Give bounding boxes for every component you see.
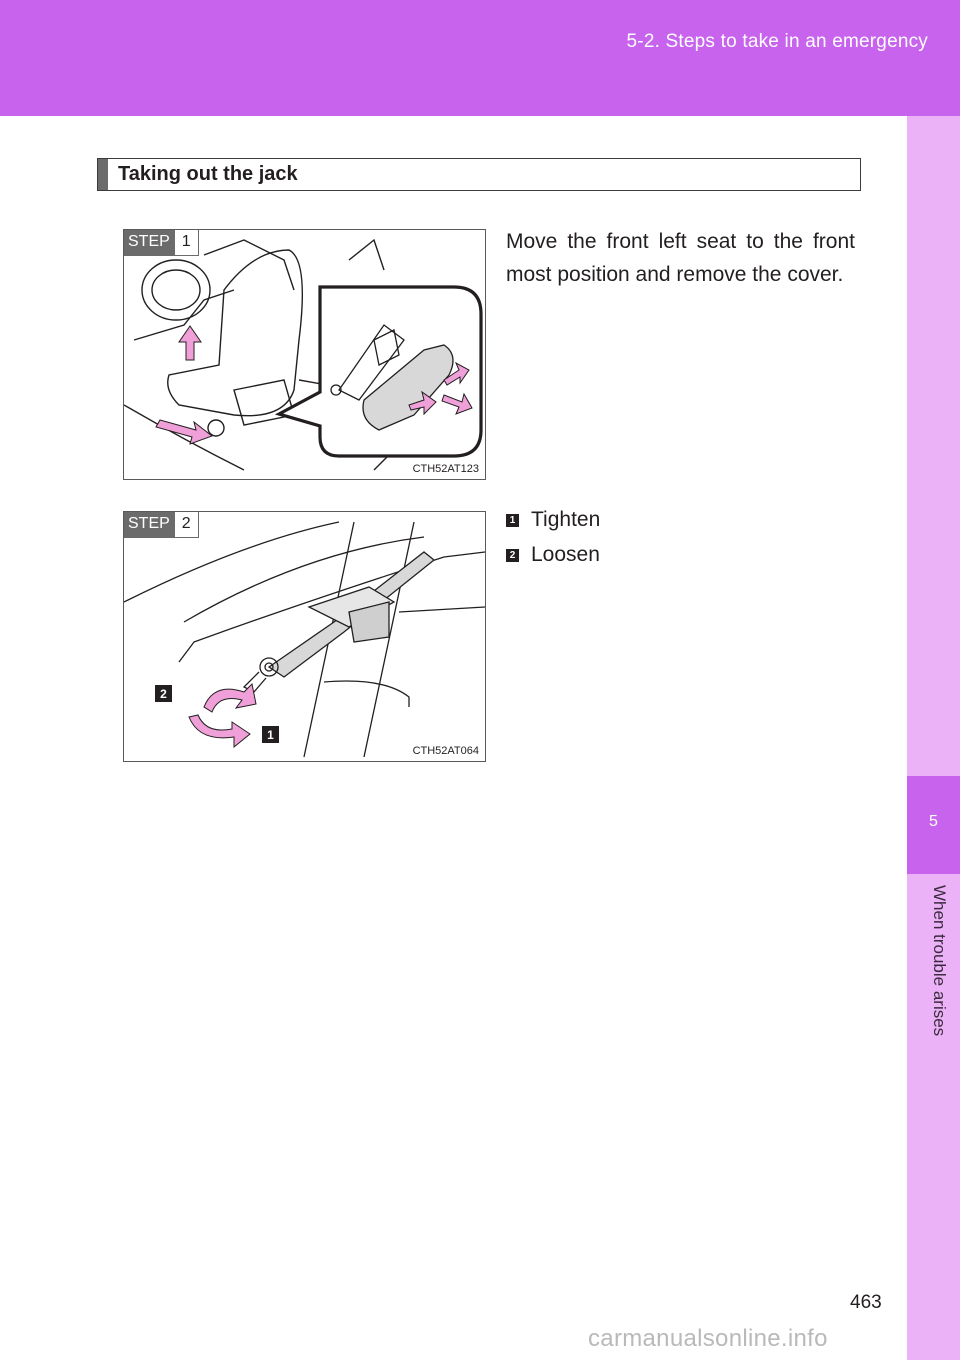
section-title: 5-2. Steps to take in an emergency [626,31,928,52]
heading-title: Taking out the jack [118,163,298,185]
chapter-number: 5 [929,813,938,830]
step-1-instruction: Move the front left seat to the front mo… [506,230,855,286]
chapter-side-strip [907,116,960,1360]
step-2-tab: STEP 2 [124,512,199,538]
figure-code: CTH52AT064 [412,745,479,757]
jack-adjust-illustration [124,521,485,758]
heading-bar [98,159,108,190]
legend-label: Loosen [531,543,600,566]
step-1-tab: STEP 1 [124,230,199,256]
figure-badge-1: 1 [262,726,279,743]
page-number: 463 [850,1292,882,1313]
seat-jack-illustration [124,238,483,471]
step-2-figure: STEP 2 2 1 CTH52AT064 [123,511,486,762]
chapter-title: When trouble arises [930,885,949,1037]
legend-item-loosen: 2 Loosen [506,543,600,567]
legend-label: Tighten [531,508,601,531]
figure-badge-2: 2 [155,685,172,702]
step-1-figure: STEP 1 CTH52AT123 [123,229,486,480]
step-label: STEP [124,512,174,538]
legend-item-tighten: 1 Tighten [506,508,600,532]
header-band: 5-2. Steps to take in an emergency [0,0,960,116]
legend-badge: 2 [506,548,519,562]
figure-code: CTH52AT123 [412,463,479,475]
legend-badge: 1 [506,513,519,527]
chapter-tab[interactable]: 5 [907,776,960,874]
section-heading: Taking out the jack [97,158,861,191]
step-label: STEP [124,230,174,256]
step-number: 1 [173,230,199,256]
step-number: 2 [173,512,199,538]
watermark: carmanualsonline.info [588,1325,828,1352]
